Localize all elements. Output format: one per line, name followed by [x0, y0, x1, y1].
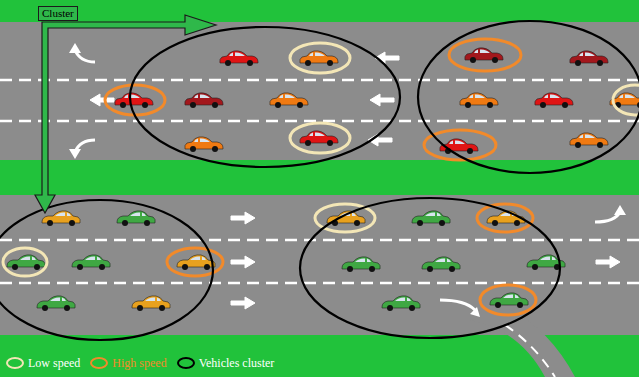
low-speed-ring [290, 43, 350, 73]
legend-ring [90, 357, 108, 369]
cluster-ellipse [300, 198, 560, 338]
car [412, 211, 450, 226]
car [342, 257, 380, 272]
legend-item: High speed [90, 356, 166, 371]
car [382, 296, 420, 311]
car [465, 48, 503, 63]
legend-item: Low speed [6, 356, 80, 371]
low-speed-ring [613, 85, 639, 115]
low-speed-ring [3, 248, 47, 276]
legend: Low speed High speed Vehicles cluster [6, 353, 284, 373]
lane-marking [505, 325, 555, 377]
car [570, 51, 608, 66]
car [185, 93, 223, 108]
car [115, 93, 153, 108]
car [37, 296, 75, 311]
legend-ring [177, 357, 195, 369]
turn-arrow-heads [69, 43, 626, 317]
car [42, 211, 80, 226]
car [422, 257, 460, 272]
car [490, 293, 528, 308]
cluster-ellipses [0, 21, 639, 340]
car [132, 296, 170, 311]
car [460, 93, 498, 108]
callout-arrows [35, 15, 216, 213]
car [535, 93, 573, 108]
car [270, 93, 308, 108]
label-text: Cluster [42, 7, 74, 20]
road-bottom [0, 195, 639, 335]
legend-text: Low speed [28, 356, 80, 371]
road-top [0, 22, 639, 160]
low-speed-ring [290, 123, 350, 153]
car [117, 211, 155, 226]
high-speed-ring [167, 248, 223, 276]
legend-item: Vehicles cluster [177, 356, 275, 371]
cluster-ellipse [0, 200, 213, 340]
hollow-arrow [35, 15, 216, 213]
car [177, 255, 215, 270]
car [72, 255, 110, 270]
label-box: Cluster [38, 6, 78, 21]
car [300, 131, 338, 146]
legend-text: High speed [112, 356, 166, 371]
cluster-ellipse [130, 27, 400, 167]
cars-westbound [115, 48, 639, 154]
high-speed-ring [480, 285, 536, 315]
cluster-ellipse [418, 21, 639, 173]
car [300, 51, 338, 66]
car [570, 133, 608, 148]
high-speed-ring [449, 39, 521, 71]
legend-ring [6, 357, 24, 369]
car [7, 255, 45, 270]
turn-arrows [75, 50, 620, 310]
speed-rings [3, 39, 639, 315]
high-speed-ring [105, 85, 165, 115]
high-speed-ring [477, 204, 533, 232]
car [327, 211, 365, 226]
lane-markings [0, 80, 639, 283]
car [220, 51, 258, 66]
legend-text: Vehicles cluster [199, 356, 275, 371]
car [185, 137, 223, 152]
direction-arrows [90, 52, 620, 309]
